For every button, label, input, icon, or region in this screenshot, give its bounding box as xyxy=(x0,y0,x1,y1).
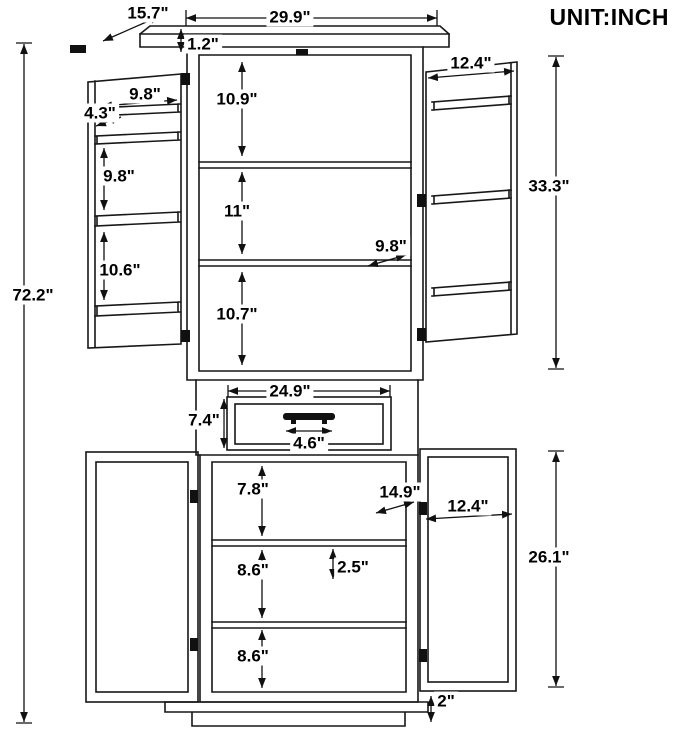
arrow-lower-shelf-depth xyxy=(375,501,415,514)
dim-upper-compartment-3: 10.7" xyxy=(213,304,261,324)
hinge-marks xyxy=(70,45,427,662)
cabinet-structure xyxy=(85,25,518,727)
unit-label: UNIT:INCH xyxy=(549,4,669,30)
dim-lower-right-door-width: 12.4" xyxy=(444,496,492,516)
door-catch-mark xyxy=(296,49,308,55)
dim-handle-width: 4.6" xyxy=(290,433,328,453)
door-handle-mark xyxy=(70,45,86,53)
arrow-lower-right-door-width xyxy=(425,510,513,523)
dim-upper-cabinet-height: 33.3" xyxy=(525,176,573,196)
dim-lower-compartment-1: 7.8" xyxy=(234,479,272,499)
dim-lower-compartment-3: 8.6" xyxy=(234,646,272,666)
dim-lower-compartment-2: 8.6" xyxy=(234,560,272,580)
dim-drawer-width: 24.9" xyxy=(266,381,314,401)
hinge-icon xyxy=(417,328,426,341)
hinge-icon xyxy=(190,638,198,651)
dim-top-thickness: 1.2" xyxy=(184,34,222,54)
dim-top-depth: 15.7" xyxy=(124,3,172,23)
dim-upper-left-door-width: 9.8" xyxy=(126,84,164,104)
dim-lower-cabinet-height: 26.1" xyxy=(525,547,573,567)
dim-upper-compartment-2: 11" xyxy=(220,201,254,221)
dim-upper-compartment-1: 10.9" xyxy=(213,89,261,109)
dim-door-rack-depth: 4.3" xyxy=(81,103,119,123)
dim-top-width: 29.9" xyxy=(266,7,314,27)
dimension-arrows xyxy=(16,10,564,724)
dim-door-rack-gap-1: 9.8" xyxy=(100,166,138,186)
drawer-handle xyxy=(283,413,335,420)
arrow-upper-shelf-depth xyxy=(367,254,407,267)
dim-upper-shelf-depth: 9.8" xyxy=(372,236,410,256)
dim-overall-height: 72.2" xyxy=(9,285,57,305)
dim-lower-shelf-depth: 14.9" xyxy=(376,482,424,502)
hinge-icon xyxy=(417,194,426,207)
drawer-handle-post xyxy=(291,420,296,424)
dim-base-height: 2" xyxy=(434,691,458,711)
drawer-handle-post xyxy=(322,420,327,424)
hinge-icon xyxy=(419,502,427,515)
dim-upper-right-door-width: 12.4" xyxy=(447,53,495,73)
hinge-icon xyxy=(181,73,190,85)
hinge-icon xyxy=(190,490,198,503)
hinge-icon xyxy=(181,330,190,342)
dim-door-rack-gap-2: 10.6" xyxy=(96,260,144,280)
dim-drawer-height: 7.4" xyxy=(185,410,223,430)
arrow-upper-right-door-width xyxy=(427,67,515,82)
hinge-icon xyxy=(419,649,427,662)
dim-lower-shelf-gap: 2.5" xyxy=(334,557,372,577)
